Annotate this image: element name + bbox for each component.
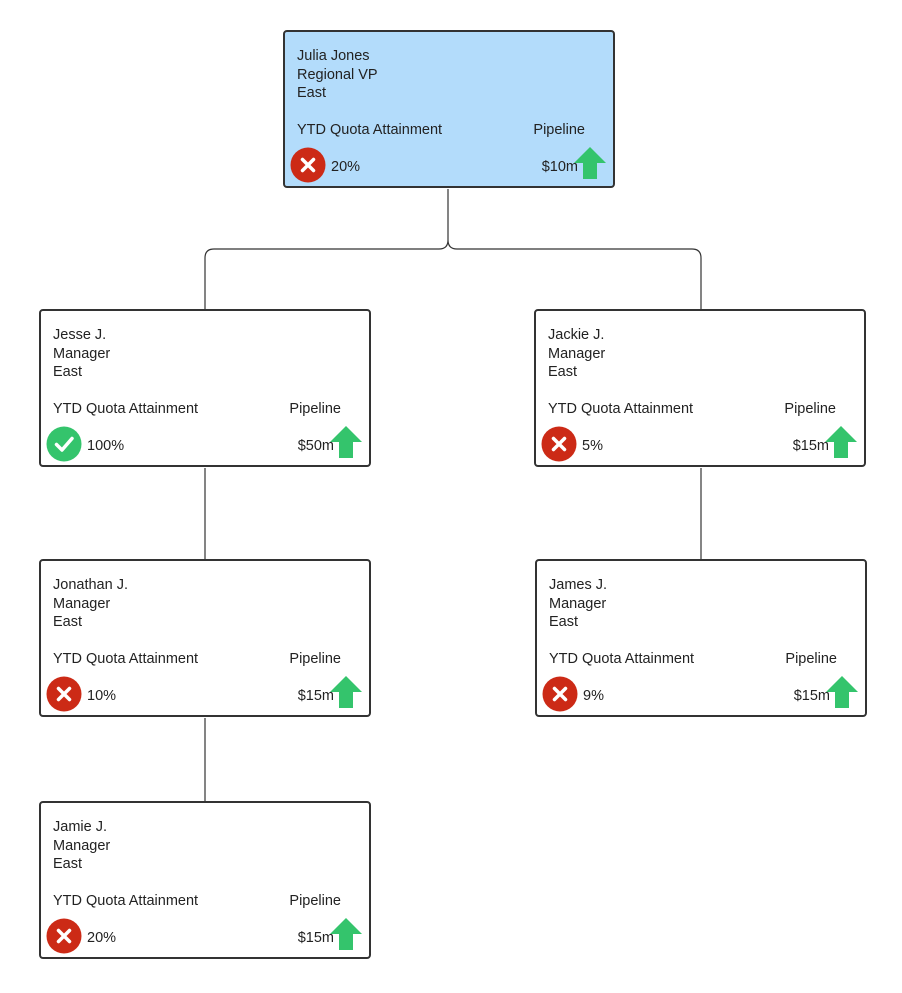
node-info: James J. Manager East <box>549 576 607 632</box>
pipeline-label: Pipeline <box>784 401 836 417</box>
pipeline-label: Pipeline <box>289 401 341 417</box>
pipeline-value: $15m <box>297 930 334 946</box>
node-name: Jamie J. <box>53 819 107 835</box>
quota-label: YTD Quota Attainment <box>297 122 443 138</box>
pipeline-label: Pipeline <box>533 122 585 138</box>
quota-value: 20% <box>331 159 361 175</box>
node-title: Manager <box>53 837 111 854</box>
quota-label: YTD Quota Attainment <box>53 651 199 667</box>
node-region: East <box>297 85 327 101</box>
fail-x-icon <box>542 676 578 712</box>
node-info: Julia Jones Regional VP East <box>297 47 378 103</box>
pass-check-icon <box>46 426 82 462</box>
trend-up-arrow-icon <box>574 147 606 179</box>
node-region: East <box>53 856 83 872</box>
quota-label: YTD Quota Attainment <box>53 401 199 417</box>
fail-x-icon <box>46 676 82 712</box>
connector-julia-to-jesse-jackie <box>204 189 702 310</box>
pipeline-value: $10m <box>541 159 578 175</box>
trend-up-arrow-icon <box>330 676 362 708</box>
trend-up-arrow-icon <box>330 918 362 950</box>
pipeline-value: $15m <box>792 438 829 454</box>
node-title: Manager <box>549 595 607 612</box>
node-name: Jackie J. <box>548 327 605 343</box>
quota-value: 100% <box>87 438 125 454</box>
pipeline-label: Pipeline <box>289 651 341 667</box>
trend-up-arrow-icon <box>825 426 857 458</box>
node-name: James J. <box>549 577 608 593</box>
quota-value: 5% <box>582 438 603 454</box>
node-region: East <box>549 614 579 630</box>
node-info: Jackie J. Manager East <box>548 326 605 382</box>
node-name: Jonathan J. <box>53 577 128 593</box>
node-card-jesse[interactable]: Jesse J. Manager East YTD Quota Attainme… <box>39 309 371 467</box>
pipeline-label: Pipeline <box>289 893 341 909</box>
trend-up-arrow-icon <box>330 426 362 458</box>
node-card-jackie[interactable]: Jackie J. Manager East YTD Quota Attainm… <box>534 309 866 467</box>
node-name: Jesse J. <box>53 327 107 343</box>
quota-label: YTD Quota Attainment <box>548 401 694 417</box>
node-name: Julia Jones <box>297 48 370 64</box>
node-region: East <box>548 364 578 380</box>
quota-value: 9% <box>583 688 604 704</box>
node-card-julia[interactable]: Julia Jones Regional VP East YTD Quota A… <box>283 30 615 188</box>
node-card-jamie[interactable]: Jamie J. Manager East YTD Quota Attainme… <box>39 801 371 959</box>
quota-value: 10% <box>87 688 117 704</box>
node-title: Manager <box>53 595 111 612</box>
node-region: East <box>53 364 83 380</box>
pipeline-value: $15m <box>793 688 830 704</box>
quota-value: 20% <box>87 930 117 946</box>
node-card-james[interactable]: James J. Manager East YTD Quota Attainme… <box>535 559 867 717</box>
pipeline-value: $15m <box>297 688 334 704</box>
pipeline-label: Pipeline <box>785 651 837 667</box>
node-title: Manager <box>53 345 111 362</box>
node-region: East <box>53 614 83 630</box>
node-card-jonathan[interactable]: Jonathan J. Manager East YTD Quota Attai… <box>39 559 371 717</box>
fail-x-icon <box>541 426 577 462</box>
node-title: Manager <box>548 345 606 362</box>
quota-label: YTD Quota Attainment <box>549 651 695 667</box>
node-info: Jesse J. Manager East <box>53 326 110 382</box>
trend-up-arrow-icon <box>826 676 858 708</box>
pipeline-value: $50m <box>297 438 334 454</box>
node-info: Jamie J. Manager East <box>53 818 110 874</box>
fail-x-icon <box>46 918 82 954</box>
quota-label: YTD Quota Attainment <box>53 893 199 909</box>
fail-x-icon <box>290 147 326 183</box>
node-info: Jonathan J. Manager East <box>53 576 128 632</box>
node-title: Regional VP <box>297 66 378 83</box>
